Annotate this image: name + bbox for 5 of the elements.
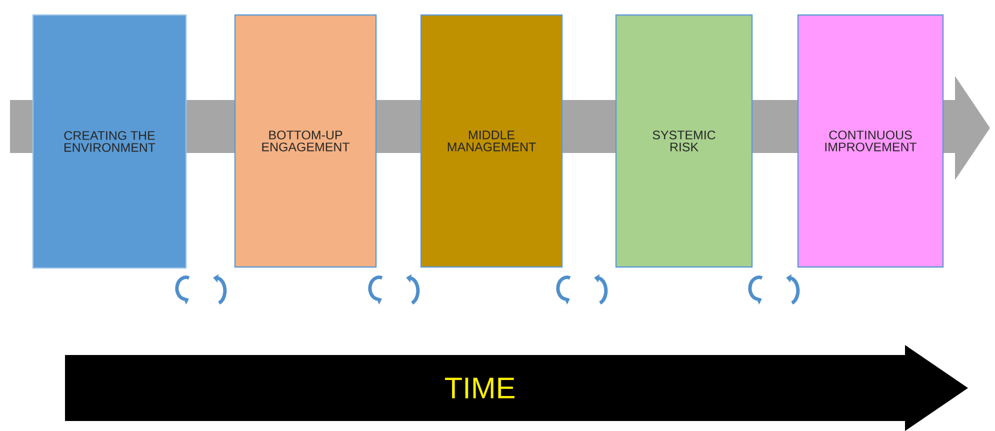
stage-box: BOTTOM-UP ENGAGEMENT xyxy=(234,14,377,268)
stage-box: SYSTEMIC RISK xyxy=(615,14,753,268)
stage-box: CREATING THE ENVIRONMENT xyxy=(32,14,187,269)
stage-box: MIDDLE MANAGEMENT xyxy=(420,14,563,268)
stage-box: CONTINUOUS IMPROVEMENT xyxy=(797,14,944,268)
